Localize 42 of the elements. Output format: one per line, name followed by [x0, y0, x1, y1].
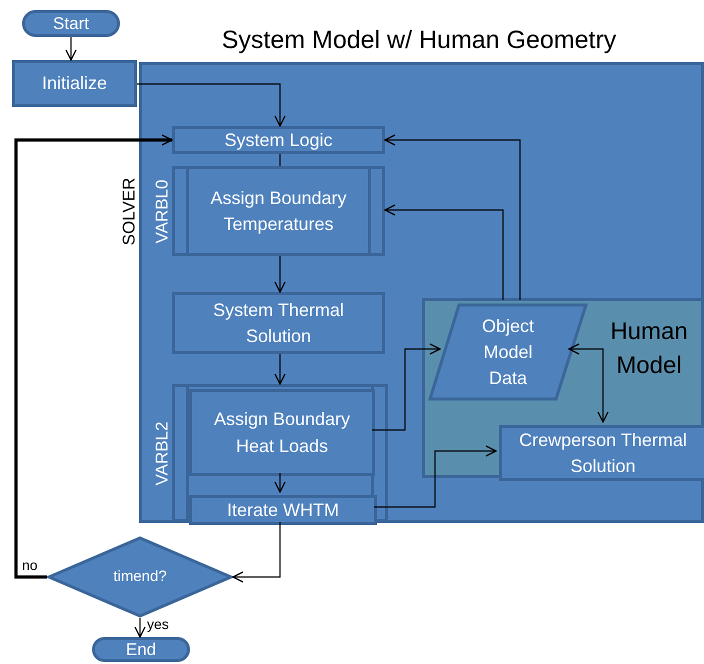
panel-title: System Model w/ Human Geometry — [222, 28, 616, 53]
connector-arrow — [274, 354, 286, 385]
node-label: timend? — [113, 566, 167, 587]
node-label: Iterate WHTM — [226, 498, 339, 522]
node-label: Crewperson Thermal Solution — [518, 428, 688, 478]
process-box — [499, 425, 704, 481]
process-box — [189, 389, 375, 476]
side-label: SOLVER — [120, 177, 138, 245]
node-label: System Thermal Solution — [212, 298, 345, 348]
connector-arrow — [274, 473, 286, 493]
node-label: Start — [53, 15, 89, 32]
connector-arrow — [274, 256, 286, 293]
decision-diamond — [47, 536, 233, 618]
node-label: Initialize — [42, 72, 108, 96]
end-terminator — [92, 637, 190, 662]
connector-arrow — [374, 445, 497, 508]
node-label: End — [126, 641, 156, 658]
connector-arrow — [372, 343, 441, 431]
start-terminator — [22, 10, 120, 37]
subroutine-group-box — [172, 384, 388, 522]
process-box — [12, 60, 137, 107]
predefined-process-box — [172, 166, 385, 256]
process-box — [172, 126, 385, 154]
connector-arrow — [14, 134, 173, 579]
side-label: VARBL0 — [154, 179, 170, 243]
node-label: Assign Boundary Heat Loads — [212, 408, 352, 458]
connector-arrow — [65, 37, 77, 61]
connector-arrow — [384, 134, 521, 300]
connector-arrow — [232, 522, 281, 583]
human-model-panel — [422, 298, 704, 478]
process-box — [189, 495, 377, 525]
node-label: Object Model Data — [480, 314, 536, 390]
node-label: Assign Boundary Temperatures — [209, 186, 348, 236]
connector-arrow — [137, 83, 286, 127]
process-box — [172, 292, 385, 354]
node-label: System Logic — [224, 128, 333, 152]
panel-heading: Human Model — [609, 317, 689, 381]
side-label: VARBL2 — [154, 421, 170, 485]
connector-arrow — [568, 343, 609, 423]
data-parallelogram — [428, 303, 588, 401]
connector-arrow — [134, 618, 146, 638]
connector-arrow — [384, 204, 504, 300]
